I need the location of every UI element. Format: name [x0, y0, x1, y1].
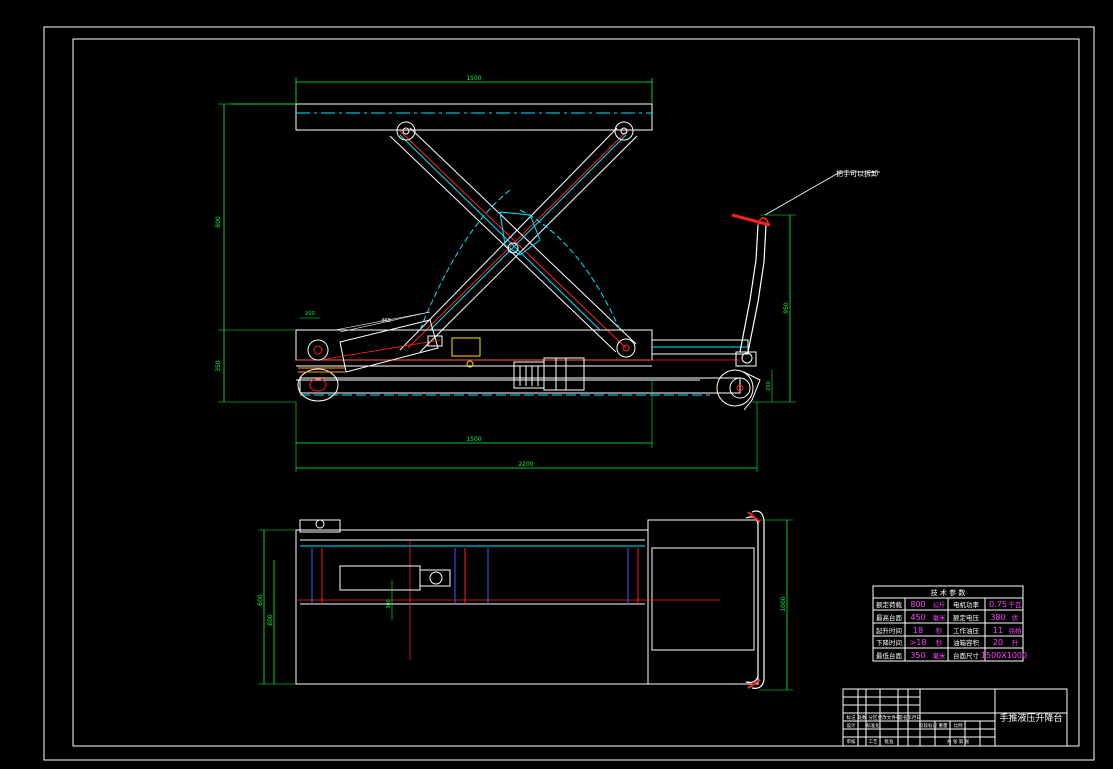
title-block: 手推液压升降台 标记处数分区更改文件号签名年月日设计 标准化 阶段标记重量比例审核 工…: [842, 688, 1068, 747]
spec-label-right: 油箱容积: [953, 638, 980, 647]
title-block-cell-row2: 标准化: [866, 722, 880, 729]
cylinder-length-dim: 468: [381, 318, 391, 324]
spec-value-left: 450: [910, 613, 925, 622]
lift-height-dim: 800: [215, 216, 222, 228]
base-length-dim: 1500: [466, 436, 481, 443]
spec-label-left: 额定荷载: [876, 600, 903, 609]
top-length-dim: 1500: [466, 75, 481, 82]
plan-width-dim: 1000: [780, 596, 787, 611]
spec-label-left: 最高台面: [876, 613, 903, 622]
spec-unit-left: 秒: [936, 626, 943, 635]
spec-value-left: 18: [913, 626, 923, 635]
spec-value-left: 350: [910, 651, 925, 660]
spec-label-right: 额定电压: [953, 613, 980, 622]
title-block-cell-row3: 工艺: [869, 739, 878, 745]
spec-unit-right: 千瓦: [1009, 600, 1023, 609]
spec-unit-right: 伏: [1012, 613, 1019, 622]
wheel-dia-dim: 200: [766, 381, 772, 391]
handle-height-dim: 950: [783, 302, 790, 314]
title-block-cell-row2: 阶段标记: [919, 722, 937, 729]
spec-unit-left: 毫米: [933, 613, 947, 622]
spec-value-right: 11: [993, 626, 1003, 635]
spec-value-left: 800: [910, 600, 925, 609]
spec-unit-right: 升: [1012, 638, 1019, 647]
title-block-cell-row1: 年月日: [907, 714, 921, 721]
spec-value-right: 1500X1000: [981, 651, 1027, 660]
outer-border: [43, 26, 1095, 761]
spec-label-left: 下降时间: [876, 638, 902, 647]
inner-frame: [72, 38, 1080, 747]
offset-dim: 200: [305, 311, 315, 317]
plan-small-dim: 300: [386, 599, 392, 609]
spec-label-right: 台面尺寸: [953, 651, 980, 660]
title-block-cell-row1: 分区: [869, 714, 878, 721]
title-block-cell-row1: 签名: [899, 714, 908, 721]
closed-height-dim: 350: [215, 360, 222, 372]
plan-track-dim: 800: [267, 614, 274, 626]
spec-value-right: 0.75: [989, 600, 1007, 609]
spec-label-left: 起升时间: [876, 626, 902, 635]
title-block-cell-row3: 审核: [847, 738, 856, 745]
overall-length-dim: 2200: [518, 461, 533, 468]
title-block-cell-row3: 共 张 第 张: [947, 738, 970, 745]
spec-unit-left: 秒: [936, 638, 943, 647]
spec-unit-right: 兆帕: [1009, 626, 1022, 635]
title-block-cell-row2: 比例: [954, 722, 963, 729]
handle-callout: 把手可以拆卸: [836, 169, 878, 178]
spec-value-right: 380: [990, 613, 1005, 622]
front-view: 1500: [215, 75, 880, 472]
spec-unit-left: 公斤: [933, 600, 947, 609]
plan-view: 600 800 300 1000: [257, 510, 793, 691]
title-block-cell-row2: 重量: [939, 722, 948, 729]
title-block-cell-row1: 标记: [847, 714, 856, 721]
spec-label-left: 最低台面: [876, 651, 903, 660]
spec-table-header: 技 术 参 数: [931, 588, 966, 597]
drawing-title: 手推液压升降台: [999, 712, 1062, 724]
title-block-cell-row1: 更改文件号: [878, 714, 901, 721]
title-block-cell-row2: 设计: [847, 722, 856, 729]
spec-value-right: 20: [993, 638, 1003, 647]
spec-label-right: 工作油压: [953, 626, 980, 635]
spec-label-right: 电机功率: [953, 600, 980, 609]
spec-value-left: >18: [910, 638, 927, 647]
plan-inner-dim: 600: [257, 594, 264, 606]
title-block-cell-row3: 批准: [885, 738, 894, 745]
title-block-cell-row1: 处数: [858, 714, 867, 721]
spec-unit-left: 毫米: [933, 651, 947, 660]
